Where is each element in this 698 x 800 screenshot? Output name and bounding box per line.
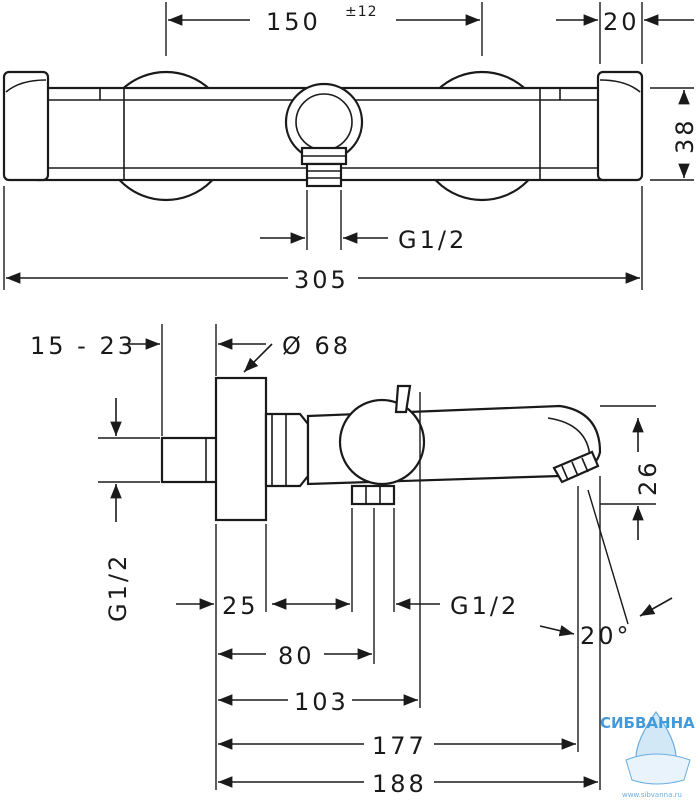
dim-body-height: 38 <box>671 117 698 154</box>
handle-lever <box>394 384 412 414</box>
outlet-thread-front <box>305 162 343 188</box>
right-handle-cap <box>596 70 644 182</box>
dim-outlet-thread-front: G1/2 <box>398 226 467 254</box>
eccentric-inlet <box>160 436 220 484</box>
watermark-logo: СИБВАННА www.sibvanna.ru <box>600 710 695 799</box>
watermark-site: www.sibvanna.ru <box>622 791 682 799</box>
dim-103: 103 <box>294 688 349 716</box>
front-view: 150 ±12 20 38 G1/2 305 <box>2 2 698 294</box>
dim-spout-height: 26 <box>634 459 662 496</box>
dim-spout-angle: 20° <box>580 622 632 650</box>
dim-eccentric: 15 - 23 <box>30 332 136 360</box>
watermark-brand: СИБВАННА <box>600 714 695 732</box>
dim-inlet-thread: G1/2 <box>104 553 132 622</box>
dim-80: 80 <box>278 642 315 670</box>
thermostat-handle <box>338 398 426 486</box>
wall-rosette-side <box>214 376 268 522</box>
dim-outlet-thread-side: G1/2 <box>450 592 519 620</box>
dim-cap-width: 20 <box>603 8 640 36</box>
dim-total-width: 305 <box>294 266 349 294</box>
dim-188: 188 <box>372 770 427 798</box>
side-view: 15 - 23 Ø 68 G1/2 26 25 G1/2 20° 80 103 <box>30 324 673 798</box>
outlet-nut-side <box>350 484 396 506</box>
left-handle-cap <box>2 70 50 182</box>
dim-centers-tolerance: ±12 <box>345 4 378 20</box>
dim-rosette-diameter: Ø 68 <box>282 332 351 360</box>
dim-centers: 150 <box>266 8 321 36</box>
dim-rosette-depth: 25 <box>222 592 259 620</box>
dim-177: 177 <box>372 732 427 760</box>
